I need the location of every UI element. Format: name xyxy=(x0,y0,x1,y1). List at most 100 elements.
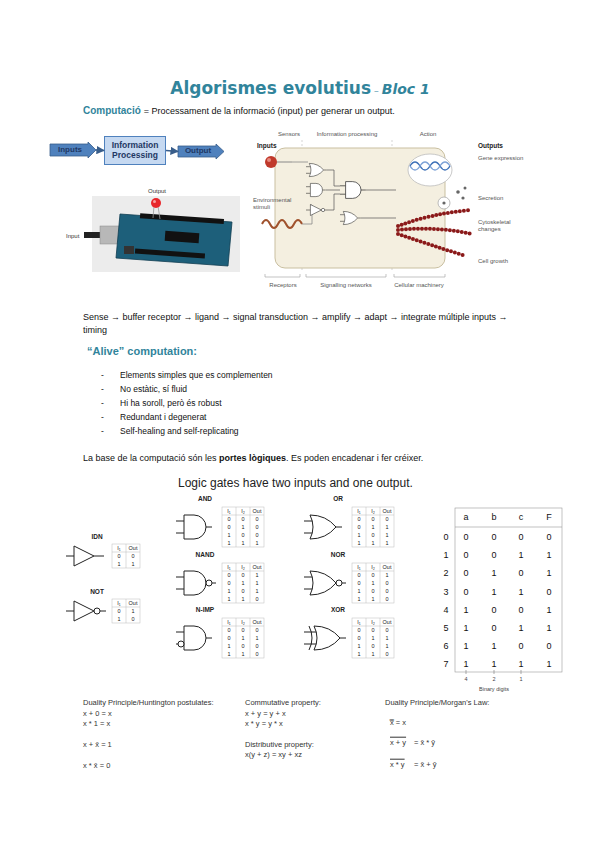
table-cell: 0 xyxy=(241,516,244,522)
table-cell: 0 xyxy=(371,532,374,538)
truth-table-grid xyxy=(126,544,127,568)
section-label: Receptors xyxy=(269,282,296,289)
arrow-box: Inputs xyxy=(50,142,96,158)
table-cell: 0 xyxy=(241,572,244,578)
table-cell: 0 xyxy=(241,643,244,649)
row-index: 6 xyxy=(443,641,448,651)
table-cell: 0 xyxy=(491,532,496,542)
row-index: 3 xyxy=(443,586,448,596)
formula-heading: Distributive property: xyxy=(245,741,314,750)
table-header: Out xyxy=(129,545,138,551)
cell-diagram xyxy=(277,162,292,163)
logic-gates xyxy=(176,571,216,595)
formula: x + 0 = x xyxy=(83,710,112,719)
table-cell: 0 xyxy=(227,516,230,522)
table-cell: 1 xyxy=(227,588,230,594)
table-cell: 1 xyxy=(371,635,374,641)
truth-table-grid xyxy=(352,515,394,516)
table-cell: 1 xyxy=(241,524,244,530)
table-header: b xyxy=(491,512,496,522)
table-cell: 1 xyxy=(227,532,230,538)
formula: x̿ = x xyxy=(390,719,406,728)
formula: x + y = y + x xyxy=(245,710,286,719)
formula: x + x̄ = 1 xyxy=(83,741,112,750)
formula: = x̄ * ȳ xyxy=(414,739,435,748)
logic-gates xyxy=(176,626,212,650)
table-cell: 1 xyxy=(131,608,134,614)
truth-table-grid xyxy=(250,563,251,603)
table-header: a xyxy=(463,512,468,522)
table-cell: 1 xyxy=(371,596,374,602)
truth-table-grid xyxy=(380,618,381,658)
table-cell: 1 xyxy=(546,659,551,669)
table-cell: 0 xyxy=(227,572,230,578)
section-heading: Logic gates have two inputs and one outp… xyxy=(178,477,413,491)
table-cell: 0 xyxy=(255,516,258,522)
table-cell: 0 xyxy=(385,627,388,633)
table-cell: 1 xyxy=(371,540,374,546)
node-text: Inputs xyxy=(58,146,88,155)
table-header: I₁ xyxy=(357,564,360,570)
table-cell: 0 xyxy=(131,553,134,559)
table-header: Out xyxy=(383,619,392,625)
cell-diagram xyxy=(340,182,365,199)
truth-table-grid xyxy=(366,618,367,658)
table-cell: 1 xyxy=(463,659,468,669)
table-header: Out xyxy=(253,619,262,625)
table-cell: 0 xyxy=(255,643,258,649)
logic-gates xyxy=(176,515,212,539)
truth-table-grid xyxy=(352,507,394,547)
table-cell: 1 xyxy=(255,540,258,546)
table-header: I₁ xyxy=(357,508,360,514)
table-cell: 0 xyxy=(463,568,468,578)
cell-diagram xyxy=(306,163,327,176)
cell-diagram xyxy=(340,211,361,224)
binary-table-grid xyxy=(455,527,562,528)
truth-table-grid xyxy=(352,618,394,658)
table-cell: 0 xyxy=(463,586,468,596)
axis-note: Binary digits xyxy=(479,686,509,692)
table-cell: 1 xyxy=(117,616,120,622)
table-cell: 0 xyxy=(241,532,244,538)
logic-gates xyxy=(66,515,346,650)
title-separator: ~ xyxy=(374,87,379,96)
table-cell: 1 xyxy=(241,540,244,546)
section-label: Signalling networks xyxy=(320,282,372,289)
truth-table-grid xyxy=(222,507,264,547)
table-cell: 0 xyxy=(518,568,523,578)
gate-name: NOT xyxy=(90,588,104,595)
arrow-outline xyxy=(50,142,96,158)
table-cell: 0 xyxy=(546,586,551,596)
section-label: Information processing xyxy=(317,131,378,138)
table-cell: 0 xyxy=(241,627,244,633)
cell-diagram xyxy=(262,140,472,277)
output-label: Gene expression xyxy=(478,155,523,162)
truth-table-grid xyxy=(222,571,264,572)
table-cell: 0 xyxy=(227,635,230,641)
table-header: Out xyxy=(383,564,392,570)
table-cell: 0 xyxy=(255,524,258,530)
arduino-photo xyxy=(151,198,161,208)
cell-diagram xyxy=(302,224,312,225)
gate-name: NAND xyxy=(196,551,215,558)
truth-table-grid xyxy=(250,507,251,547)
flow-arrow xyxy=(96,149,104,151)
formula: x * y xyxy=(390,761,405,770)
column-heading: Outputs xyxy=(478,142,503,149)
table-cell: 1 xyxy=(491,659,496,669)
arduino-photo xyxy=(153,200,156,203)
arduino-photo xyxy=(84,232,100,238)
table-cell: 0 xyxy=(117,608,120,614)
table-header: I₂ xyxy=(241,619,245,625)
truth-table-grid xyxy=(380,563,381,603)
flow-arrow xyxy=(166,151,178,152)
logic-gates xyxy=(304,626,346,650)
table-cell: 1 xyxy=(385,572,388,578)
section-heading: “Alive” computation: xyxy=(87,345,197,358)
table-header: I₁ xyxy=(227,619,230,625)
table-cell: 0 xyxy=(227,580,230,586)
table-cell: 1 xyxy=(491,568,496,578)
table-cell: 1 xyxy=(357,596,360,602)
text-line: Computació= Processament de la informaci… xyxy=(83,105,395,116)
page-title: Algorismes evolutius xyxy=(170,78,371,98)
